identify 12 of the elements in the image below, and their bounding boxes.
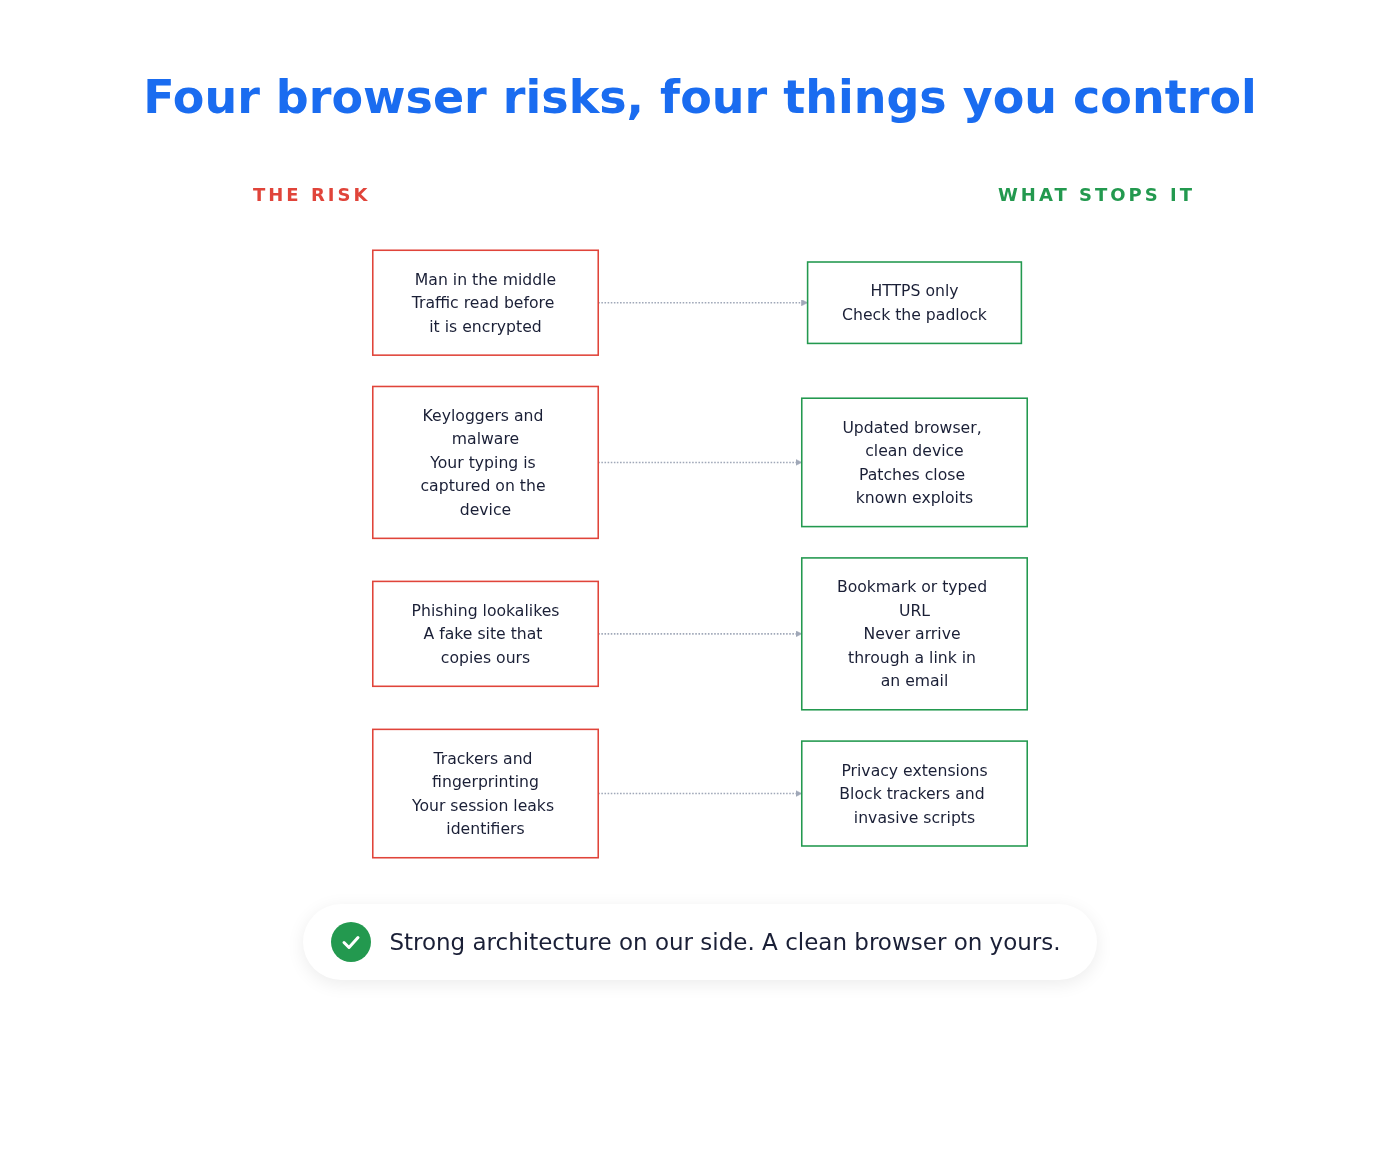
node-box: Keyloggers and malware Your typing is captured on the device (372, 385, 599, 540)
node-box: Man in the middle Traffic read before it is encrypted (372, 249, 599, 356)
summary-text: Strong architecture on our side. A clean browser on yours. (389, 929, 1061, 955)
node-box: Phishing lookalikes A fake site that copies ours (372, 580, 599, 688)
node-box: Updated browser, clean device Patches close known exploits (801, 397, 1028, 528)
node-box: Bookmark or typed URL Never arrive through a link in an email (801, 557, 1028, 711)
node-box: Trackers and fingerprinting Your session leaks identifiers (372, 728, 599, 859)
node-box: Privacy extensions Block trackers and invasive scripts (801, 740, 1028, 847)
column-heading: WHAT STOPS IT (998, 184, 1195, 205)
column-heading: THE RISK (253, 184, 371, 205)
title: Four browser risks, four things you control (142, 70, 1258, 124)
node-box: HTTPS only Check the padlock (806, 261, 1023, 345)
